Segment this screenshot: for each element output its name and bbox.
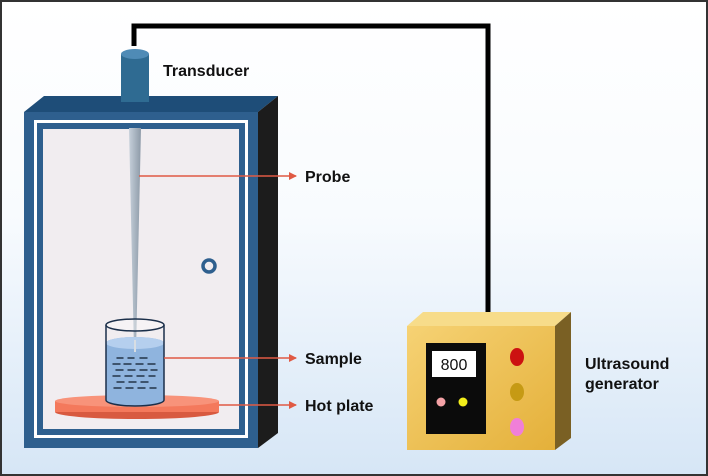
yellow-indicator-led: [458, 397, 468, 407]
gold-control-knob[interactable]: [510, 383, 524, 401]
beaker-liquid: [106, 337, 164, 406]
transducer-cap: [121, 49, 149, 59]
probe-label: Probe: [305, 169, 350, 186]
red-control-knob[interactable]: [510, 348, 524, 366]
generator-display: [432, 351, 476, 377]
hot-plate-label: Hot plate: [305, 398, 374, 415]
generator-display-value: 800: [441, 357, 468, 374]
pink-control-knob[interactable]: [510, 418, 524, 436]
cabinet-top: [24, 96, 278, 112]
generator-side: [555, 312, 571, 450]
transducer-body: [121, 54, 149, 102]
pink-indicator-led: [436, 397, 446, 407]
ultrasound-generator: 800: [407, 312, 571, 450]
transducer: [121, 49, 149, 102]
transducer-label: Transducer: [163, 63, 249, 80]
beaker-rim: [105, 318, 165, 332]
generator-top: [407, 312, 571, 326]
generator-label-line2: generator: [585, 376, 659, 393]
beaker-glass: [105, 325, 165, 407]
sample-label: Sample: [305, 351, 362, 368]
cabinet-side: [258, 96, 278, 448]
connection-cable: [131, 23, 491, 312]
generator-label-line1: Ultrasound: [585, 356, 669, 373]
probe: [129, 128, 141, 352]
sample-ripples: [112, 357, 158, 389]
door-knob-icon: [201, 258, 217, 274]
